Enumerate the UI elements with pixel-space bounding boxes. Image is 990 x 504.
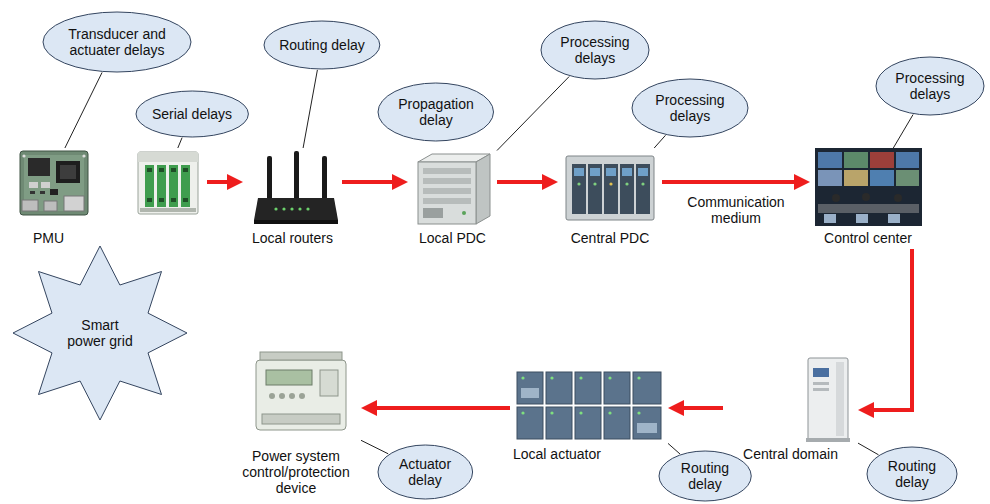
grid-star: Smart power grid bbox=[12, 245, 188, 421]
device-label: Power system control/protection device bbox=[233, 448, 359, 496]
leader-stroke bbox=[65, 72, 102, 148]
device-label: Central PDC bbox=[558, 230, 662, 246]
router-illustration bbox=[254, 151, 338, 224]
delay-callout: Routing delay bbox=[866, 446, 958, 502]
device-node: Central PDC bbox=[558, 148, 662, 249]
arrow-head bbox=[668, 400, 684, 416]
arrow-stroke bbox=[375, 406, 510, 410]
arrow-stroke bbox=[207, 180, 229, 184]
callout-text: Processing delays bbox=[555, 34, 635, 66]
leader-stroke bbox=[893, 115, 913, 149]
signal-arrow bbox=[361, 400, 510, 416]
delay-callout: Routing delay bbox=[263, 20, 381, 70]
leader-line bbox=[65, 72, 102, 148]
signal-arrow bbox=[207, 174, 243, 190]
callout-text: Routing delay bbox=[675, 460, 735, 492]
delay-callout: Processing delays bbox=[875, 56, 985, 116]
local-actuator-illustration bbox=[517, 372, 661, 439]
arrow-stroke bbox=[872, 249, 912, 410]
leader-line bbox=[303, 70, 317, 148]
arrow-stroke bbox=[682, 406, 723, 410]
local-pdc-illustration bbox=[418, 154, 490, 224]
signal-arrow bbox=[342, 174, 408, 190]
central-pdc-illustration bbox=[566, 156, 654, 220]
signal-arrow bbox=[497, 174, 558, 190]
leader-line bbox=[654, 135, 665, 148]
device-label: Local routers bbox=[243, 230, 342, 246]
callout-text: Propagation delay bbox=[393, 96, 479, 128]
leader-line bbox=[668, 443, 680, 454]
arrow-stroke bbox=[497, 180, 544, 184]
leader-line bbox=[361, 440, 388, 454]
callout-text: Processing delays bbox=[650, 92, 730, 124]
leader-stroke bbox=[858, 443, 879, 455]
delay-callout: Serial delays bbox=[135, 90, 249, 138]
signal-arrow bbox=[662, 174, 810, 190]
device-node: Local actuator bbox=[510, 366, 668, 465]
callout-text: Smart power grid bbox=[63, 317, 137, 349]
device-label: PMU bbox=[13, 230, 207, 246]
delay-callout: Actuator delay bbox=[377, 444, 474, 500]
signal-arrow bbox=[668, 400, 723, 416]
leader-line bbox=[858, 443, 879, 455]
signal-arrow bbox=[858, 249, 912, 418]
arrow-head bbox=[392, 174, 408, 190]
leader-stroke bbox=[303, 70, 317, 148]
callout-text: Routing delay bbox=[882, 458, 942, 490]
arrow-head bbox=[361, 400, 377, 416]
leader-stroke bbox=[497, 77, 569, 151]
device-label: Control center bbox=[810, 230, 926, 246]
delay-callout: Transducer and actuater delays bbox=[42, 11, 192, 73]
arrow-head bbox=[858, 402, 874, 418]
serial-module-illustration bbox=[138, 152, 198, 214]
device-node: Control center bbox=[810, 148, 926, 249]
callout-text: Routing delay bbox=[272, 37, 372, 53]
device-node: Local routers bbox=[243, 148, 342, 249]
device-label: Local PDC bbox=[408, 230, 497, 246]
leader-stroke bbox=[361, 440, 388, 454]
device-label: Local actuator bbox=[510, 446, 668, 462]
leader-stroke bbox=[668, 443, 680, 454]
device-node: PMU bbox=[13, 148, 207, 249]
device-node: Power system control/protection device bbox=[231, 346, 361, 499]
delay-callout: Routing delay bbox=[658, 450, 752, 502]
callout-text: Transducer and actuater delays bbox=[61, 26, 173, 58]
arrow-head bbox=[542, 174, 558, 190]
delay-callout: Propagation delay bbox=[377, 82, 495, 142]
arrow-stroke bbox=[662, 180, 796, 184]
arrow-head bbox=[227, 174, 243, 190]
leader-stroke bbox=[178, 138, 182, 148]
protection-device-illustration bbox=[256, 352, 346, 430]
leader-stroke bbox=[654, 135, 665, 148]
central-domain-illustration bbox=[806, 358, 850, 442]
delay-callout: Processing delays bbox=[540, 20, 650, 80]
edge-label: Communication medium bbox=[680, 194, 792, 226]
leader-line bbox=[497, 77, 569, 151]
leader-line bbox=[178, 138, 182, 148]
callout-text: Actuator delay bbox=[392, 456, 458, 488]
callout-text: Processing delays bbox=[890, 70, 970, 102]
delay-callout: Processing delays bbox=[631, 78, 749, 138]
device-label: Central domain bbox=[723, 446, 858, 462]
device-node: Central domain bbox=[723, 352, 858, 465]
leader-line bbox=[893, 115, 913, 149]
device-node: Local PDC bbox=[408, 148, 497, 249]
pmu-board-illustration bbox=[20, 151, 88, 215]
callout-text: Serial delays bbox=[144, 106, 240, 122]
control-center-illustration bbox=[815, 148, 922, 226]
arrow-stroke bbox=[342, 180, 394, 184]
arrow-head bbox=[794, 174, 810, 190]
